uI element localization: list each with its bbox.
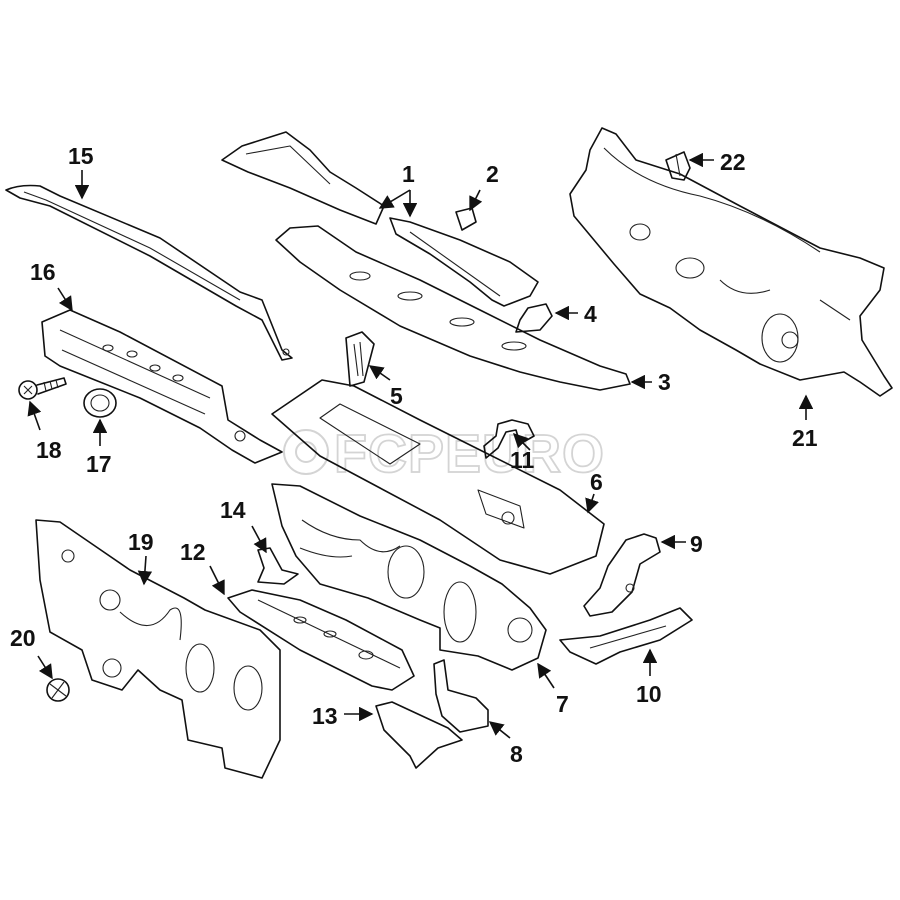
part-8-panel[interactable]	[433, 659, 489, 733]
part-14-bracket[interactable]	[257, 547, 299, 585]
part-15-rail[interactable]	[5, 184, 293, 361]
callout-15: 15	[68, 143, 94, 169]
callout-12: 12	[180, 539, 206, 565]
part-11-bracket[interactable]	[483, 419, 535, 459]
part-3-upper-panel[interactable]	[275, 225, 631, 391]
part-7-dash-panel[interactable]	[271, 483, 547, 671]
callout-4: 4	[584, 301, 597, 327]
part-2-clip[interactable]	[455, 207, 477, 231]
watermark: FCPEURO	[283, 423, 605, 485]
callout-11: 11	[510, 447, 535, 473]
callout-7: 7	[556, 691, 569, 717]
part-1-cowl-lower[interactable]	[389, 217, 539, 307]
callout-21: 21	[792, 425, 818, 451]
callout-14: 14	[220, 497, 246, 523]
callout-19: 19	[128, 529, 154, 555]
callout-10: 10	[636, 681, 662, 707]
callout-9: 9	[690, 531, 703, 557]
leader-arrows	[27, 152, 814, 739]
part-22-push-clip[interactable]	[665, 151, 691, 181]
part-5-strip[interactable]	[345, 331, 375, 387]
part-4-bracket[interactable]	[515, 303, 553, 333]
part-20-clip[interactable]	[46, 678, 70, 702]
watermark-text: FCPEURO	[334, 424, 605, 484]
part-9-bracket[interactable]	[583, 533, 661, 617]
callout-labels: 1 2 3 4 5 6 7 8 9 10 11 12 13 14 15 16 1…	[10, 143, 818, 767]
part-18-screw[interactable]	[18, 377, 67, 400]
callout-6: 6	[590, 469, 603, 495]
part-21-bulkhead[interactable]	[569, 127, 893, 397]
part-13-bracket[interactable]	[375, 701, 463, 769]
part-10-rail[interactable]	[559, 607, 693, 665]
callout-3: 3	[658, 369, 671, 395]
callout-18: 18	[36, 437, 62, 463]
part-16-bracket[interactable]	[41, 309, 283, 464]
callout-22: 22	[720, 149, 746, 175]
callout-16: 16	[30, 259, 56, 285]
callout-20: 20	[10, 625, 36, 651]
callout-1: 1	[402, 161, 415, 187]
callout-2: 2	[486, 161, 499, 187]
part-1-cowl-upper[interactable]	[221, 131, 385, 225]
callout-17: 17	[86, 451, 112, 477]
part-17-grommet[interactable]	[83, 388, 117, 418]
part-12-bar[interactable]	[227, 589, 415, 691]
callout-13: 13	[312, 703, 338, 729]
part-19-insulator[interactable]	[35, 519, 281, 779]
callout-8: 8	[510, 741, 523, 767]
part-6-cowl-tray[interactable]	[271, 379, 605, 575]
callout-5: 5	[390, 383, 403, 409]
